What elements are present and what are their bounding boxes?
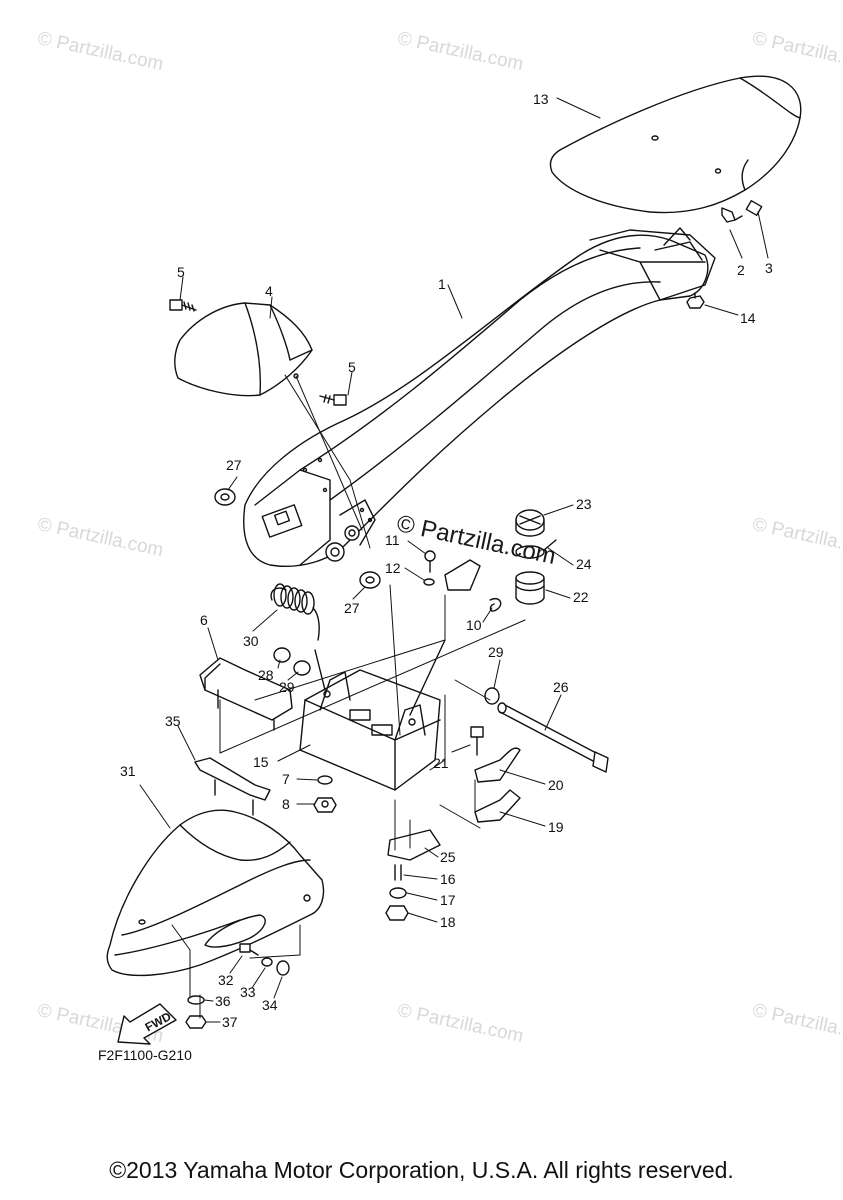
callout-25: 25 (440, 849, 456, 865)
stay-part (194, 757, 271, 816)
callout-24: 24 (576, 556, 592, 572)
callout-7: 7 (282, 771, 290, 787)
hose-part (515, 571, 545, 605)
callout-5: 5 (177, 264, 185, 280)
callout-11: 11 (385, 532, 400, 548)
callout-17: 17 (440, 892, 456, 908)
callout-14: 14 (740, 310, 756, 326)
callout-13: 13 (533, 91, 549, 107)
bracket-part (721, 207, 736, 223)
callout-35: 35 (165, 713, 181, 729)
callout-33: 33 (240, 984, 256, 1000)
screw-part (169, 299, 197, 312)
diagram-code: F2F1100-G210 (98, 1047, 192, 1063)
main-frame-part (243, 227, 716, 567)
pad-part (199, 657, 293, 731)
washer-part (261, 957, 273, 967)
seat-part (549, 75, 802, 214)
callout-30: 30 (243, 633, 259, 649)
bushing-part (214, 488, 236, 506)
callout-27: 27 (344, 600, 360, 616)
callout-29: 29 (279, 679, 295, 695)
callout-32: 32 (218, 972, 234, 988)
washer-part (389, 887, 407, 899)
spring-part (270, 583, 320, 641)
callout-15: 15 (253, 754, 269, 770)
callout-37: 37 (222, 1014, 238, 1030)
bushing-part (359, 571, 381, 589)
bolt-part (734, 199, 763, 221)
clip-part (474, 789, 521, 823)
plate-part (387, 829, 441, 861)
assembly-guide-lines (171, 374, 526, 1019)
cap-part (515, 509, 545, 537)
callout-18: 18 (440, 914, 456, 930)
fwd-arrow-icon: FWD (117, 1003, 177, 1045)
washer-part (317, 775, 333, 785)
callout-34: 34 (262, 997, 278, 1013)
washer-part (423, 578, 435, 586)
copyright-footer: ©2013 Yamaha Motor Corporation, U.S.A. A… (109, 1157, 734, 1183)
callout-8: 8 (282, 796, 290, 812)
collar-part (276, 960, 290, 976)
callout-27: 27 (226, 457, 242, 473)
callout-31: 31 (120, 763, 136, 779)
washer-part (293, 660, 311, 676)
nut-part (185, 1015, 207, 1029)
callout-3: 3 (765, 260, 773, 276)
screw-part (319, 394, 347, 406)
callout-19: 19 (548, 819, 564, 835)
callout-26: 26 (553, 679, 569, 695)
leader-lines (139, 97, 769, 1023)
callout-6: 6 (200, 612, 208, 628)
nut-part (385, 905, 409, 921)
bolt-part (470, 726, 484, 756)
washer-part (484, 687, 500, 705)
latch-part (444, 559, 502, 612)
clamp-part (515, 539, 557, 559)
callout-20: 20 (548, 777, 564, 793)
callout-23: 23 (576, 496, 592, 512)
front-cowl-part (106, 809, 325, 977)
callout-28: 28 (258, 667, 274, 683)
callout-5: 5 (348, 359, 356, 375)
callout-10: 10 (466, 617, 482, 633)
callout-2: 2 (737, 262, 745, 278)
callout-12: 12 (385, 560, 401, 576)
clip-part (474, 747, 521, 783)
bushing-part (273, 647, 291, 663)
callout-4: 4 (265, 283, 273, 299)
callout-36: 36 (215, 993, 231, 1009)
cover-part (174, 302, 313, 397)
shaft-part (497, 702, 609, 773)
nut-part (686, 292, 705, 309)
screw-part (424, 550, 436, 573)
callout-22: 22 (573, 589, 589, 605)
hinge-bracket-part (299, 639, 446, 791)
callout-21: 21 (433, 755, 449, 771)
callout-1: 1 (438, 276, 446, 292)
bolt-part (239, 943, 259, 956)
stud-part (394, 864, 402, 881)
callout-29: 29 (488, 644, 504, 660)
nut-part (313, 797, 337, 813)
callout-16: 16 (440, 871, 456, 887)
